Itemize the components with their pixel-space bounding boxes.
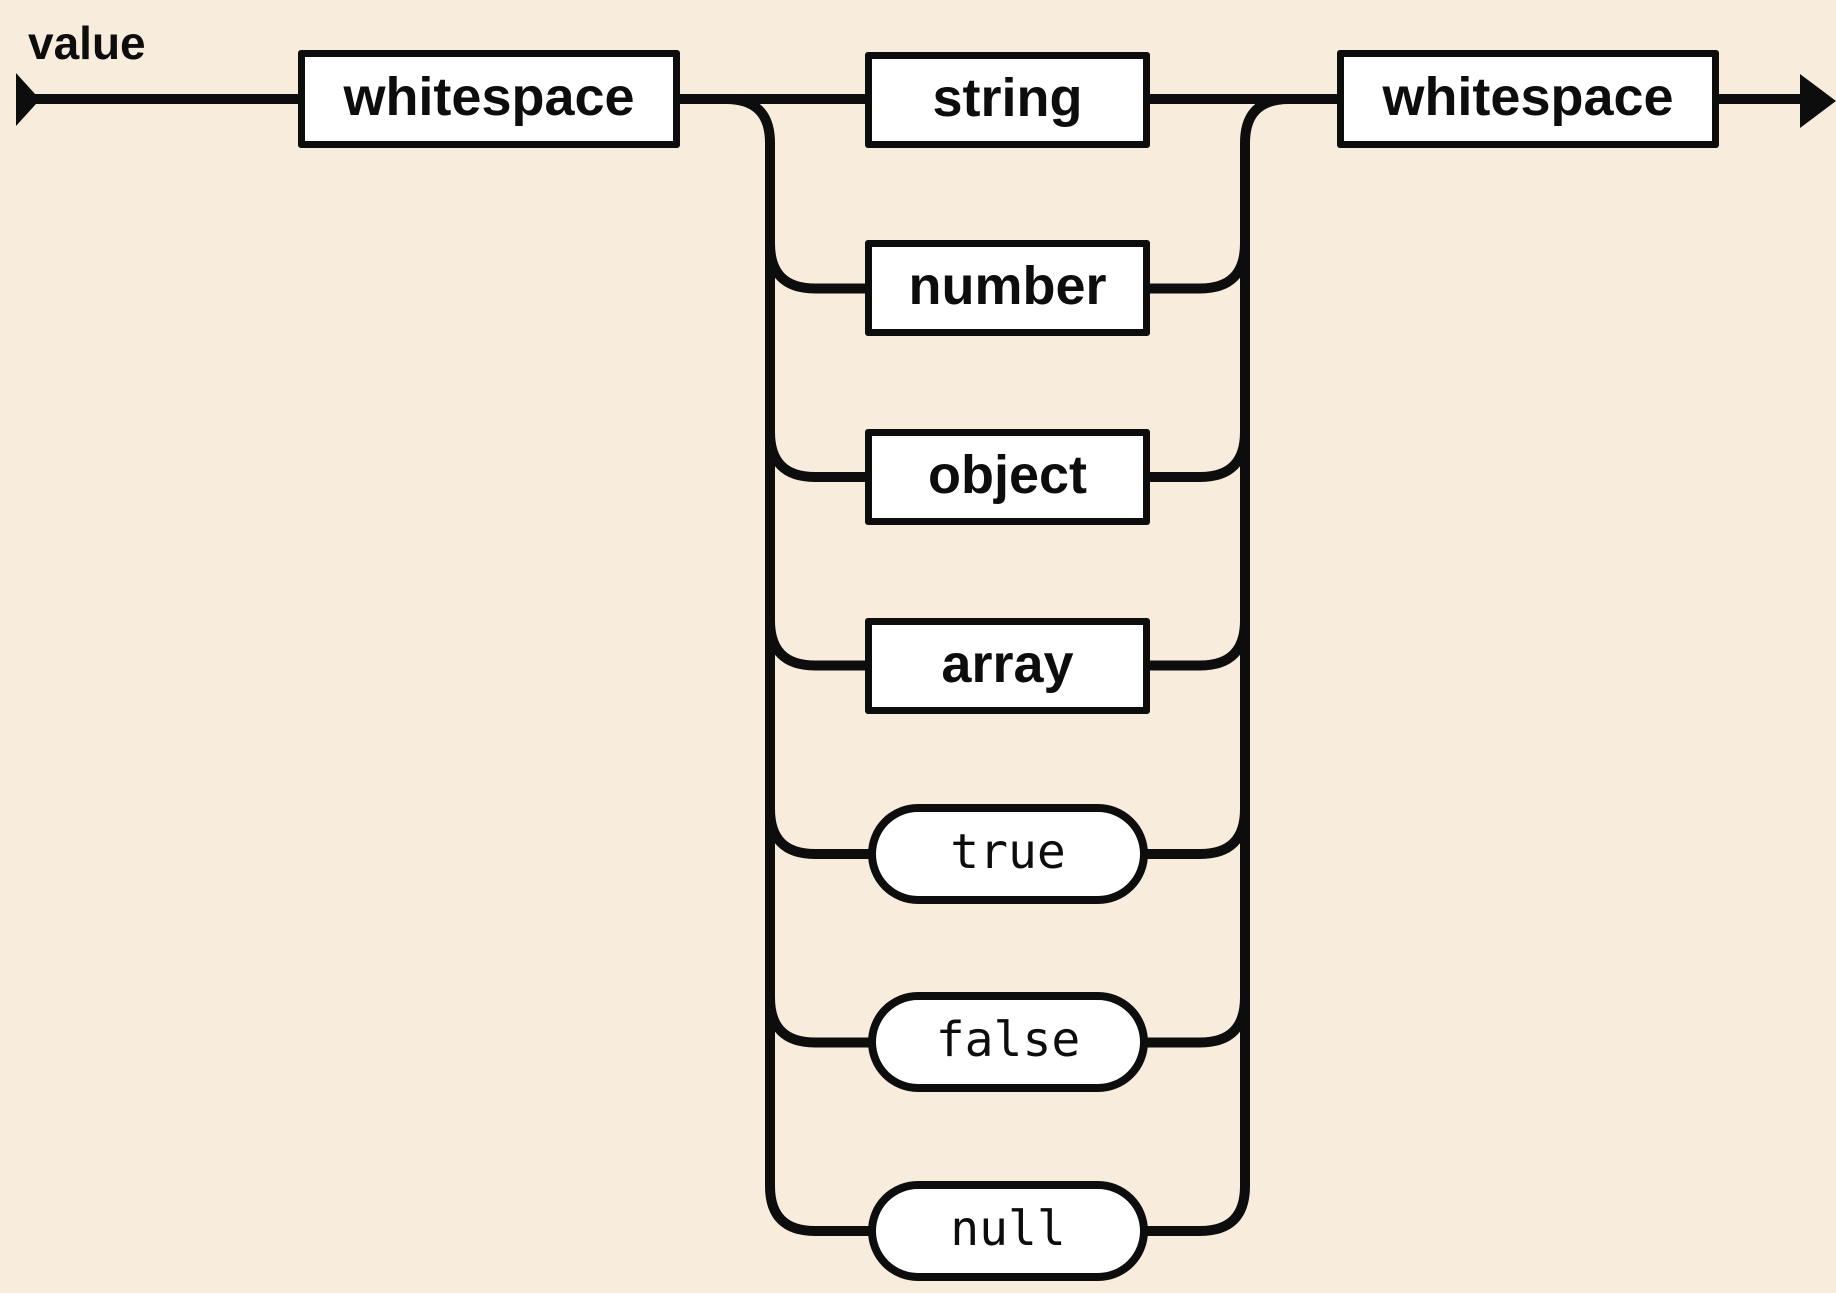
node-whitespace-right: whitespace [1337,50,1719,148]
merge-rail-right [1146,94,1340,1236]
end-arrow-icon [1800,74,1836,128]
merge-connector-object [1146,431,1250,482]
start-arrow-icon [16,73,40,126]
node-object: object [865,429,1150,525]
node-false-label: false [935,1012,1081,1068]
branch-connector-number [765,243,870,294]
rule-name-label: value [28,17,146,69]
node-array-label: array [941,634,1074,694]
merge-connector-true [1144,808,1250,859]
branch-connector-false [765,997,872,1048]
node-true-label: true [950,824,1066,880]
node-string: string [865,52,1150,148]
node-whitespace-left-label: whitespace [343,67,635,127]
node-object-label: object [927,445,1088,505]
node-null-literal: null [868,1181,1148,1281]
branch-rail-left [725,94,872,1236]
merge-connector-number [1146,243,1250,294]
branch-connector-true [765,808,872,859]
node-number-label: number [908,256,1107,316]
node-true-literal: true [868,804,1148,904]
node-array: array [865,618,1150,714]
node-number: number [865,240,1150,336]
branch-connector-object [765,431,870,482]
node-null-label: null [950,1201,1066,1257]
node-string-label: string [932,68,1083,128]
node-whitespace-left: whitespace [298,50,680,148]
merge-connector-array [1146,620,1250,671]
node-whitespace-right-label: whitespace [1382,67,1674,127]
merge-connector-false [1144,997,1250,1048]
branch-connector-array [765,620,870,671]
node-false-literal: false [868,992,1148,1092]
